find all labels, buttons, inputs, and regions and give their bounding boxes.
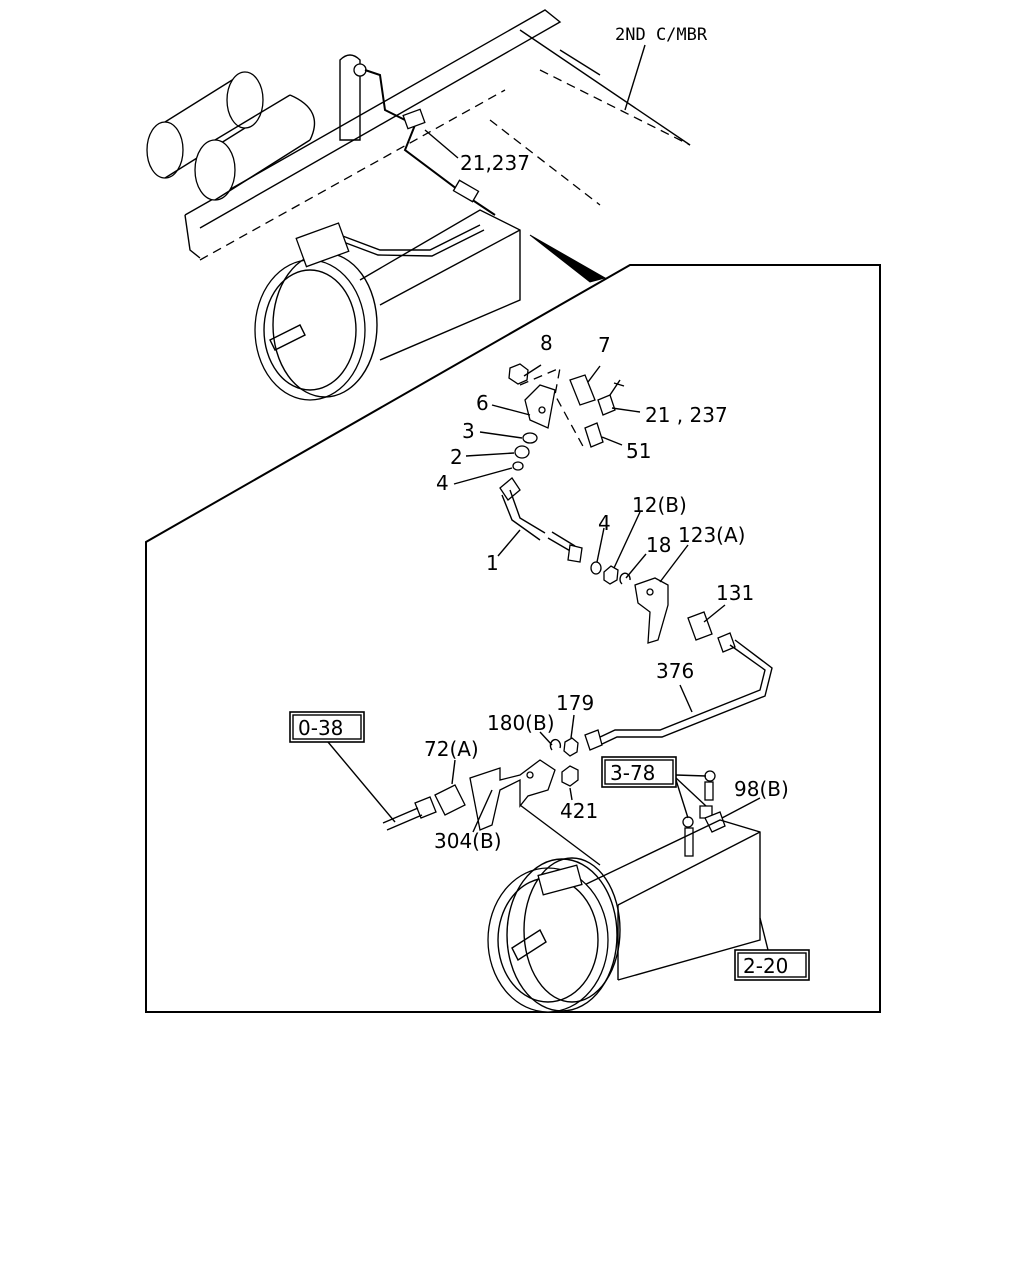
label-123a: 123(A) xyxy=(678,523,745,547)
label-180b: 180(B) xyxy=(487,711,555,735)
hose-0-38 xyxy=(327,741,437,831)
label-51: 51 xyxy=(626,439,651,463)
washer-4a xyxy=(453,461,524,485)
nut-2 xyxy=(465,445,530,459)
label-7: 7 xyxy=(598,333,611,357)
top-ref-label: 21,237 xyxy=(460,151,530,175)
label-421: 421 xyxy=(560,799,598,823)
label-304b: 304(B) xyxy=(434,829,502,853)
label-72a: 72(A) xyxy=(424,737,479,761)
label-131: 131 xyxy=(716,581,754,605)
bolt-7 xyxy=(569,365,601,406)
clip-18 xyxy=(619,553,647,585)
detail-view xyxy=(327,363,773,1013)
air-tank-pair xyxy=(146,71,316,201)
detail-frame xyxy=(145,264,881,1013)
label-12b: 12(B) xyxy=(632,493,687,517)
ref-box-3-78[interactable]: 3-78 xyxy=(601,756,677,788)
fitting-21-237 xyxy=(597,379,641,416)
pipe-1 xyxy=(497,477,583,563)
overview-view: 2ND C/MBR 21,237 xyxy=(146,9,708,401)
bracket-123a xyxy=(634,544,689,644)
leader-6 xyxy=(491,404,531,416)
washer-4b xyxy=(590,527,605,575)
label-18: 18 xyxy=(646,533,671,557)
label-3: 3 xyxy=(462,419,475,443)
washer-3 xyxy=(479,431,538,444)
label-2: 2 xyxy=(450,445,463,469)
nut-12b xyxy=(603,511,641,585)
ref-box-2-20[interactable]: 2-20 xyxy=(734,949,810,981)
label-8: 8 xyxy=(540,331,553,355)
label-376: 376 xyxy=(656,659,694,683)
detail-brake-chamber xyxy=(487,804,769,1013)
nut-421 xyxy=(561,765,579,801)
connector-72a xyxy=(434,759,466,816)
pipe-376 xyxy=(584,632,773,751)
label-21-237: 21 , 237 xyxy=(645,403,728,427)
nut-179 xyxy=(563,714,579,757)
part-labels: 8 7 6 21 , 237 3 51 2 4 4 12(B) 1 18 123… xyxy=(424,331,789,853)
overview-brake-chamber xyxy=(254,209,521,401)
overview-pipe xyxy=(337,69,496,257)
label-179: 179 xyxy=(556,691,594,715)
ref-box-0-38[interactable]: 0-38 xyxy=(289,711,365,743)
top-ref-leader xyxy=(424,129,459,159)
bracket-6 xyxy=(519,366,586,451)
mounting-post xyxy=(339,54,367,141)
label-98b: 98(B) xyxy=(734,777,789,801)
label-4b: 4 xyxy=(598,511,611,535)
label-4a: 4 xyxy=(436,471,449,495)
bracket-304b xyxy=(469,759,556,833)
fitting-51 xyxy=(584,422,623,448)
ref-3-78-label: 3-78 xyxy=(610,761,655,785)
frame-rail xyxy=(184,9,691,261)
nut-8 xyxy=(508,363,542,385)
connector-131 xyxy=(687,604,726,641)
crossmember-label: 2ND C/MBR xyxy=(615,25,708,45)
label-1: 1 xyxy=(486,551,499,575)
ref-2-20-label: 2-20 xyxy=(743,954,788,978)
clip-180b xyxy=(539,731,562,751)
ref-0-38-label: 0-38 xyxy=(298,716,343,740)
crossmember-leader xyxy=(624,44,646,111)
detail-pointer xyxy=(529,234,607,283)
label-6: 6 xyxy=(476,391,489,415)
